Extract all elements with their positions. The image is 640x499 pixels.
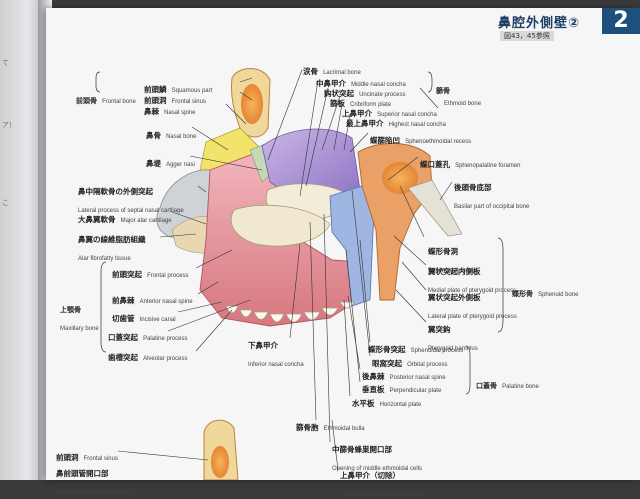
page-title: 鼻腔外側壁② [498, 16, 581, 31]
label-highest-concha: 最上鼻甲介 Highest nasal concha [346, 119, 446, 128]
lower-frontal-sinus-shape [211, 446, 229, 478]
label-frontal-sinus-lower: 前頭洞 Frontal sinus [56, 453, 118, 462]
label-nasal-bone: 鼻骨 Nasal bone [146, 131, 197, 140]
label-alar-cartilage: 大鼻翼軟骨 Major alar cartilage [78, 215, 172, 224]
frontal-bone-shape [231, 68, 271, 138]
figure-reference: 図43，45参照 [500, 31, 554, 41]
left-page-fragment: こ [2, 199, 9, 207]
label-sphenoethmoidal: 蝶篩陥凹 Sphenoethmoidal recess [370, 136, 472, 145]
label-superior-cut: 上鼻甲介（切除）Superior nasal concha (cut away) [340, 471, 430, 498]
left-page-fragment: ア) [2, 121, 12, 129]
label-posterior-spine: 後鼻棘 Posterior nasal spine [362, 372, 446, 381]
label-incisive: 切歯管 Incisive canal [112, 314, 176, 323]
label-middle-concha: 中鼻甲介 Middle nasal concha [316, 79, 406, 88]
inferior-concha-shape [230, 204, 331, 247]
label-ethmoid-bone: 篩骨 [436, 87, 450, 95]
teeth [225, 301, 355, 323]
frontal-sinus-shape [241, 84, 263, 124]
label-nasal-spine: 鼻棘 Nasal spine [144, 107, 196, 116]
label-ethmoidal-bulla: 篩骨胞 Ethmoidal bulla [296, 423, 365, 432]
occipital-basilar-shape [407, 179, 463, 237]
left-page-fragment: て [2, 59, 9, 67]
label-alveolar: 歯槽突起 Alveolar process [108, 353, 188, 362]
label-sphenoidal-process: 蝶形骨突起 Sphenoidal process [368, 345, 464, 354]
label-agger-nasi: 鼻堤 Agger nasi [146, 159, 195, 168]
label-frontal-bone: 前頭骨 Frontal bone [76, 97, 136, 105]
label-palatine-bone: 口蓋骨 Palatine bone [476, 382, 539, 390]
label-squamous: 前頭鱗 Squamous part [144, 85, 213, 94]
label-perpendicular: 垂直板 Perpendicular plate [362, 385, 442, 394]
label-anterior-spine: 前鼻棘 Anterior nasal spine [112, 296, 193, 305]
label-cribriform: 篩板 Cribriform plate [330, 99, 392, 108]
label-superior-concha: 上鼻甲介 Superior nasal concha [342, 109, 437, 118]
label-horizontal: 水平板 Horizontal plate [352, 399, 422, 408]
chapter-number: 2 [602, 8, 640, 34]
label-frontal-process: 前頭突起 Frontal process [112, 270, 189, 279]
nasal-wall-illustration [95, 68, 504, 480]
label-sphenoid-bone: 蝶形骨 Sphenoid bone [512, 290, 579, 298]
label-orbital-process: 眼窩突起 Orbital process [372, 359, 448, 368]
group-brackets [95, 71, 504, 395]
label-ethmoid-bone-en: Ethmoid bone [444, 101, 482, 107]
label-uncinate: 鈎状突起 Uncinate process [324, 89, 406, 98]
sphenoidal-sinus-shape [382, 162, 418, 194]
label-sphenopalatine: 蝶口蓋孔 Sphenopalatine foramen [420, 160, 521, 169]
label-palatine-process: 口蓋突起 Palatine process [108, 333, 188, 342]
leader-lines [117, 69, 453, 471]
label-frontal-sinus: 前頭洞 Frontal sinus [144, 96, 206, 105]
label-lacrimal: 涙骨 Lacrimal bone [303, 67, 361, 76]
